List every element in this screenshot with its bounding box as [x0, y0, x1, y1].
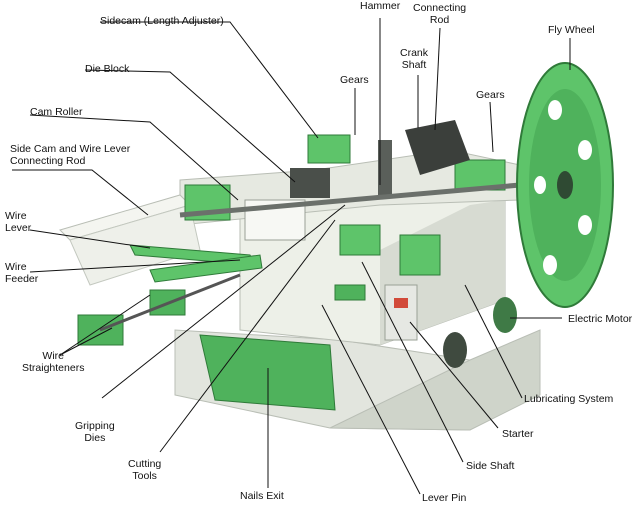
- side-opening: [443, 332, 467, 368]
- leader-connecting-rod: [434, 27, 441, 131]
- label-nails-exit: Nails Exit: [240, 490, 284, 502]
- leader-straightener-2: [59, 327, 113, 356]
- label-side-cam-wire-lever: Side Cam and Wire Lever Connecting Rod: [10, 143, 131, 167]
- label-gears-left: Gears: [340, 74, 369, 86]
- label-wire-straighteners: Wire Straighteners: [22, 350, 85, 374]
- leader-lines: [12, 18, 571, 495]
- label-fly-wheel: Fly Wheel: [548, 24, 595, 36]
- leader-side-cam: [12, 169, 149, 216]
- fly-wheel-hole-4: [543, 255, 557, 275]
- leader-gripping-dies: [101, 204, 346, 399]
- wire-rod: [99, 273, 241, 332]
- fly-wheel-hole-3: [578, 215, 592, 235]
- label-side-shaft: Side Shaft: [466, 460, 515, 472]
- label-gripping-dies: Gripping Dies: [75, 420, 115, 444]
- main-shaft: [179, 182, 521, 218]
- label-hammer: Hammer: [360, 0, 401, 12]
- fly-wheel-hole-2: [578, 140, 592, 160]
- leader-sidecam: [100, 21, 319, 139]
- front-gear-box: [399, 234, 441, 276]
- fly-wheel-hole-5: [534, 176, 546, 194]
- label-crank-shaft: Crank Shaft: [400, 47, 429, 71]
- label-lubricating-system: Lubricating System: [524, 393, 614, 405]
- leader-side-shaft: [361, 261, 464, 463]
- connecting-rod: [405, 120, 470, 175]
- leader-wire-feeder: [29, 259, 241, 273]
- label-cutting-tools: Cutting Tools: [128, 458, 162, 482]
- leader-starter: [409, 321, 499, 429]
- label-wire-feeder: Wire Feeder: [5, 261, 39, 285]
- fly-wheel-hub: [557, 171, 573, 199]
- label-cam-roller: Cam Roller: [30, 106, 83, 118]
- side-shaft-box: [339, 224, 381, 256]
- starter-box: [384, 284, 418, 341]
- label-connecting-rod: Connecting Rod: [413, 2, 467, 26]
- leader-cam-roller: [29, 114, 239, 201]
- label-sidecam: Sidecam (Length Adjuster): [100, 15, 224, 27]
- label-die-block: Die Block: [85, 63, 130, 75]
- gear-box-left: [307, 134, 351, 164]
- leader-die-block: [84, 69, 296, 183]
- leader-cutting-tools: [159, 219, 336, 453]
- hammer-rod: [378, 140, 392, 195]
- leader-straightener-1: [59, 294, 151, 356]
- starter-button: [394, 298, 408, 308]
- leader-gears-right: [489, 101, 494, 153]
- label-lever-pin: Lever Pin: [422, 492, 467, 504]
- label-gears-right: Gears: [476, 89, 505, 101]
- leader-lubricating: [464, 284, 523, 399]
- label-electric-motor: Electric Motor: [568, 313, 633, 325]
- cam-roller-housing: [290, 168, 330, 198]
- fly-wheel-hole-1: [548, 100, 562, 120]
- name-plate: [334, 284, 366, 301]
- wire-feeder-arm: [149, 254, 263, 283]
- leader-lever-pin: [321, 304, 421, 495]
- label-starter: Starter: [502, 428, 534, 440]
- motor-opening: [493, 297, 517, 333]
- leader-wire-lever: [29, 229, 151, 249]
- label-wire-lever: Wire Lever: [5, 210, 32, 234]
